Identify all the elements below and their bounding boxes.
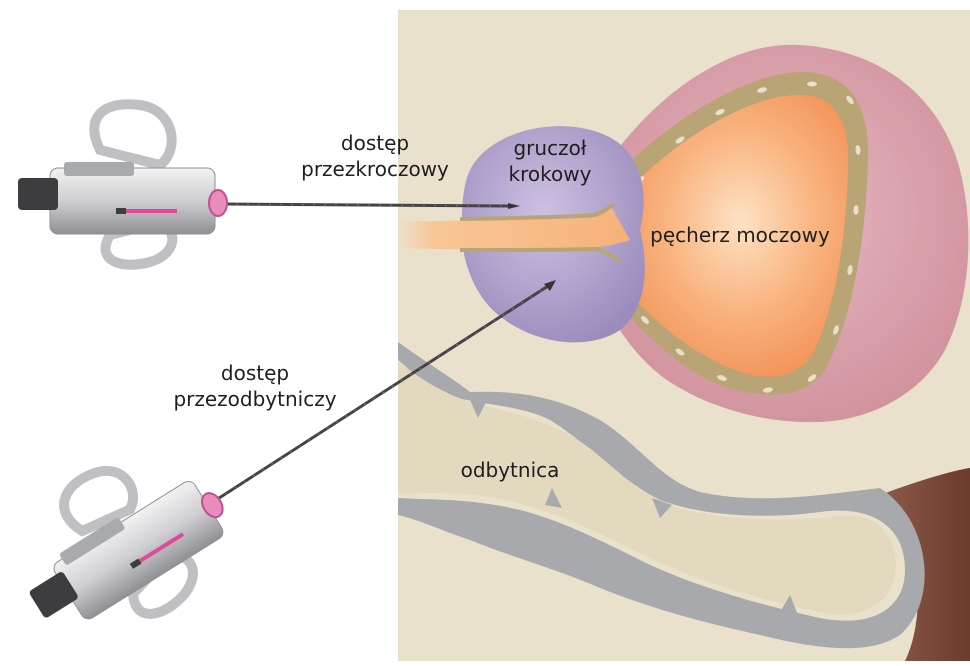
prostate-label-line1: gruczoł [495, 135, 605, 161]
biopsy-gun-transrectal-icon [0, 423, 254, 661]
transperineal-label-line1: dostęp [300, 130, 450, 156]
transrectal-label-line2: przezodbytniczy [160, 386, 350, 412]
prostate-label: gruczoł krokowy [495, 135, 605, 187]
transperineal-access-label: dostęp przezkroczowy [300, 130, 450, 182]
rectum-label: odbytnica [450, 457, 570, 483]
prostate-label-line2: krokowy [495, 161, 605, 187]
transperineal-label-line2: przezkroczowy [300, 156, 450, 182]
transrectal-access-label: dostęp przezodbytniczy [160, 360, 350, 412]
bladder-label: pęcherz moczowy [640, 222, 840, 248]
biopsy-gun-transperineal-icon [18, 104, 227, 264]
transrectal-label-line1: dostęp [160, 360, 350, 386]
